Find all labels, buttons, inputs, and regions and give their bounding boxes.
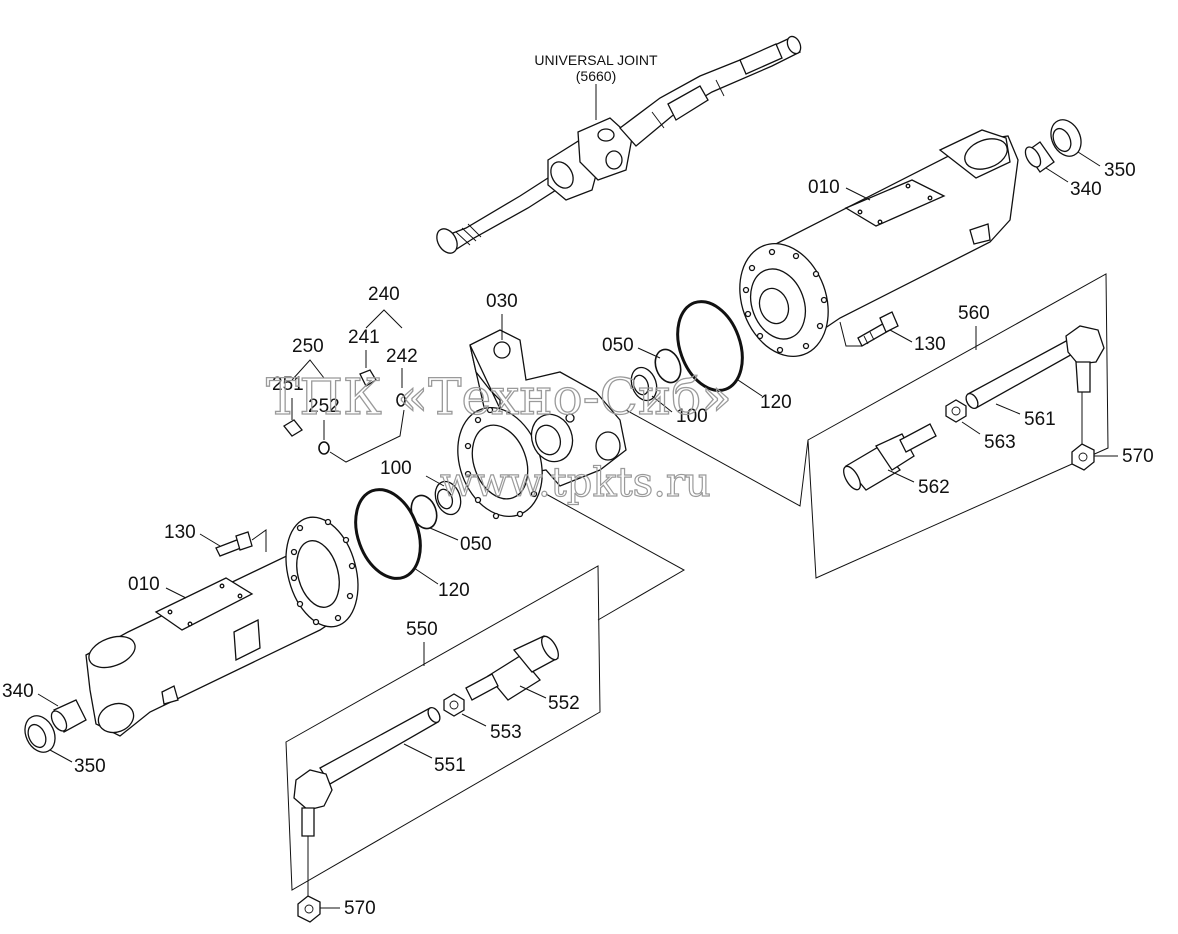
label-050-bottom: 050 — [460, 534, 492, 555]
label-030: 030 — [486, 291, 518, 312]
bearing-lower — [434, 480, 462, 516]
plug-241 — [359, 369, 377, 387]
adjuster-552 — [465, 635, 559, 701]
label-552: 552 — [548, 693, 580, 714]
label-553: 553 — [490, 722, 522, 743]
bearing-upper — [630, 366, 658, 402]
label-562: 562 — [918, 477, 950, 498]
label-010-top: 010 — [808, 177, 840, 198]
label-350-top: 350 — [1104, 160, 1136, 181]
label-250: 250 — [292, 336, 324, 357]
label-570-top: 570 — [1122, 446, 1154, 467]
label-050-top: 050 — [602, 335, 634, 356]
label-340-top: 340 — [1070, 179, 1102, 200]
label-340-bottom: 340 — [2, 681, 34, 702]
label-560: 560 — [958, 303, 990, 324]
adjuster-562 — [843, 423, 937, 491]
tie-rod-end-upper — [965, 325, 1105, 410]
axle-housing-lower — [85, 516, 359, 737]
label-100-bottom: 100 — [380, 458, 412, 479]
o-ring-242 — [396, 393, 406, 407]
title-line-1: UNIVERSAL JOINT — [534, 52, 658, 68]
bushing-lower — [50, 699, 87, 733]
frame-560 — [807, 273, 1109, 579]
nut-570-upper — [1071, 443, 1095, 471]
o-ring-252 — [318, 441, 330, 455]
label-251: 251 — [272, 374, 304, 395]
center-housing — [457, 329, 627, 520]
label-010-bottom: 010 — [128, 574, 160, 595]
frame-550 — [285, 565, 601, 891]
snap-ring-upper — [654, 348, 682, 384]
label-120-bottom: 120 — [438, 580, 470, 601]
seal-upper — [1050, 119, 1082, 157]
label-570-bottom: 570 — [344, 898, 376, 919]
label-350-bottom: 350 — [74, 756, 106, 777]
tie-rod-end-lower — [293, 706, 441, 837]
watermark-company: ТПК «Техно-Сиб» — [266, 368, 732, 426]
title-line-2: (5660) — [576, 68, 616, 84]
label-240: 240 — [368, 284, 400, 305]
label-120-top: 120 — [760, 392, 792, 413]
label-130-top: 130 — [914, 334, 946, 355]
bolt-upper — [857, 311, 899, 347]
label-550: 550 — [406, 619, 438, 640]
label-563: 563 — [984, 432, 1016, 453]
nut-570-lower — [297, 895, 321, 923]
seal-lower — [24, 715, 56, 753]
axle-housing-upper — [739, 129, 1019, 358]
o-ring-lower — [354, 488, 422, 580]
label-242: 242 — [386, 346, 418, 367]
watermark-url: www.tpkts.ru — [440, 460, 711, 506]
nut-553 — [443, 693, 465, 717]
snap-ring-lower — [410, 494, 438, 530]
universal-joint-shaft — [436, 35, 802, 254]
label-551: 551 — [434, 755, 466, 776]
label-130-bottom: 130 — [164, 522, 196, 543]
plug-251 — [283, 419, 303, 437]
nut-563 — [945, 399, 967, 423]
label-252: 252 — [308, 396, 340, 417]
o-ring-upper — [676, 300, 744, 392]
label-561: 561 — [1024, 409, 1056, 430]
bolt-lower — [215, 531, 253, 557]
bushing-upper — [1024, 141, 1055, 173]
label-241: 241 — [348, 327, 380, 348]
label-100-top: 100 — [676, 406, 708, 427]
